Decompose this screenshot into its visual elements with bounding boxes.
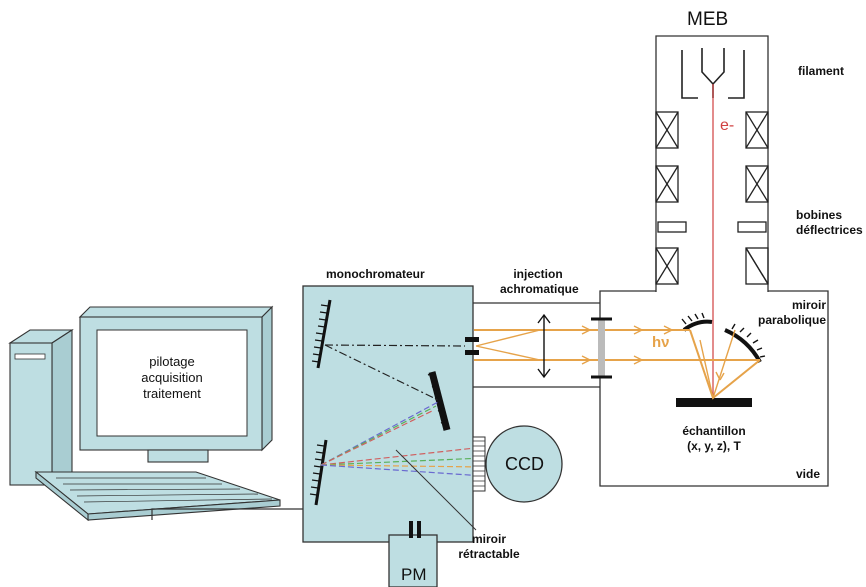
- computer-screen-text: pilotage acquisition traitement: [97, 354, 247, 402]
- bobines-line1: bobines: [796, 208, 843, 222]
- ccd-detector: [472, 425, 563, 503]
- echantillon-label: échantillon (x, y, z), T: [666, 424, 762, 454]
- injection-tube: [473, 302, 600, 388]
- injection-label: injection achromatique: [500, 267, 579, 297]
- injection-line1: injection: [513, 267, 563, 281]
- computer-line3: traitement: [143, 386, 201, 401]
- ccd-label: CCD: [505, 454, 544, 474]
- photon-paths: [474, 325, 761, 400]
- bobines-line2: déflectrices: [796, 223, 863, 237]
- coil-right: [737, 111, 769, 285]
- injection-line2: achromatique: [500, 282, 579, 296]
- pm-detector: [388, 521, 438, 587]
- electron-label: e-: [720, 117, 735, 134]
- computer-line1: pilotage: [149, 354, 195, 369]
- computer: [8, 305, 303, 522]
- bobines-label: bobines déflectrices: [796, 208, 863, 238]
- miroir-parabolique-label: miroir parabolique: [756, 298, 826, 328]
- chamber-window: [591, 317, 612, 379]
- miroir-retractable-label: miroir rétractable: [452, 532, 526, 562]
- pm-label: PM: [401, 565, 427, 584]
- miroir-retractable-line2: rétractable: [458, 547, 520, 561]
- photon-label: hν: [652, 334, 670, 351]
- miroir-parabolique-line1: miroir: [791, 298, 826, 312]
- monochromator: [302, 285, 485, 543]
- meb-column: [655, 35, 769, 292]
- monochromateur-label: monochromateur: [326, 267, 425, 281]
- echantillon-line1: échantillon: [682, 424, 746, 438]
- sample: [676, 398, 752, 407]
- meb-label: MEB: [687, 9, 729, 30]
- filament-label: filament: [798, 64, 845, 78]
- coil-left: [655, 111, 687, 285]
- computer-line2: acquisition: [141, 370, 203, 385]
- parabolic-mirror: [681, 312, 766, 363]
- miroir-parabolique-line2: parabolique: [757, 313, 826, 327]
- miroir-retractable-line1: miroir: [471, 532, 506, 546]
- vacuum-chamber: [599, 290, 829, 487]
- vide-label: vide: [796, 467, 821, 481]
- echantillon-line2: (x, y, z), T: [687, 439, 741, 453]
- lens: [537, 313, 551, 379]
